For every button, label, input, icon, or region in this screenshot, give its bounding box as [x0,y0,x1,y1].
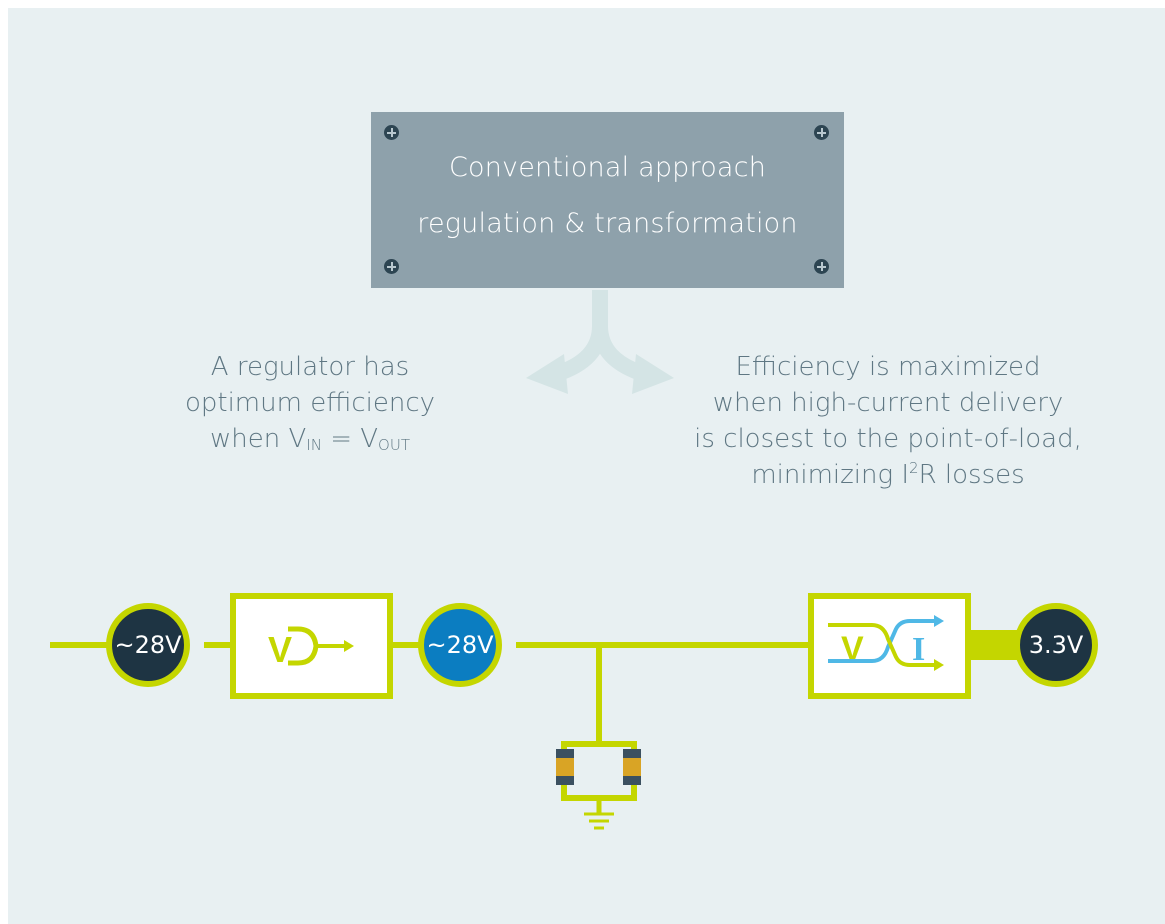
regulator-icon: V [268,626,354,670]
left-note-line-3: when VIN = VOUT [210,424,410,454]
right-note-line-2: when high-current delivery [712,388,1064,418]
bus-voltage-node: ~28V [418,603,502,687]
fork-arrow-icon [553,290,647,382]
input-voltage-label: ~28V [114,631,182,659]
fork-arrow-right-head [632,354,674,394]
regulator-box: V [230,593,393,699]
diagram-canvas: Conventional approach regulation & trans… [8,8,1165,924]
right-note-line-4: minimizing I2R losses [751,459,1025,490]
transformer-v-glyph: V [841,630,864,668]
screw-icon [814,259,829,274]
output-voltage-label: 3.3V [1028,631,1084,659]
transformer-i-glyph: I [912,631,925,668]
right-note-line-3: is closest to the point-of-load, [694,424,1082,454]
right-note-line-1: Efficiency is maximized [735,352,1041,382]
capacitor-icon [556,741,641,801]
left-note-line-2: optimum efficiency [184,388,436,418]
screw-icon [814,125,829,140]
input-voltage-node: ~28V [106,603,190,687]
output-voltage-node: 3.3V [1014,603,1098,687]
ground-icon [584,798,614,830]
right-note: Efficiency is maximized when high-curren… [658,349,1118,493]
screw-icon [384,259,399,274]
title-box: Conventional approach regulation & trans… [371,112,844,288]
screw-icon [384,125,399,140]
fork-arrow-left-head [526,354,568,394]
circuit-wires [50,290,1018,830]
high-current-wire [970,630,1018,660]
title-line-2: regulation & transformation [417,208,798,239]
transformer-box: V I [808,593,971,699]
bus-voltage-label: ~28V [426,631,494,659]
left-note: A regulator has optimum efficiency when … [160,349,460,457]
left-note-line-1: A regulator has [210,352,410,382]
title-line-1: Conventional approach [448,152,767,183]
transformer-icon: V I [828,615,944,671]
